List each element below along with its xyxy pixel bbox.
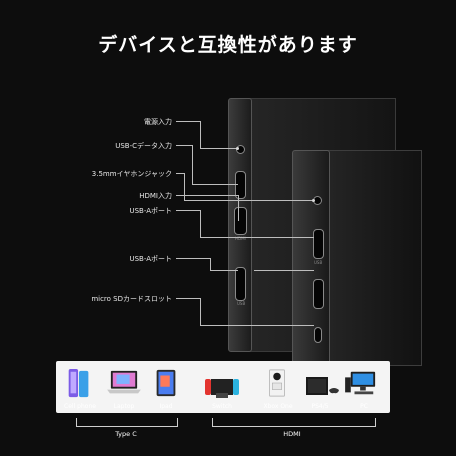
- device-label-switch: Switch: [212, 403, 232, 410]
- hdmi-port: [234, 207, 247, 235]
- leader-power-v: [200, 121, 201, 149]
- port-label-headphone: 3.5mmイヤホンジャック: [91, 170, 172, 178]
- hdmi-port-marking: HDMI: [235, 236, 246, 241]
- usb-a-port-right: [313, 279, 324, 309]
- leader-headphone-v: [184, 173, 185, 201]
- usb-c-port: [235, 171, 246, 199]
- device-label-laptop: Laptop: [113, 403, 135, 410]
- leader-hdmi: [176, 195, 238, 196]
- port-label-hdmi: HDMI入力: [139, 192, 172, 200]
- playstation-console-icon: [306, 377, 339, 395]
- device-label-xbox: Xbox One: [263, 403, 293, 410]
- leader-usb-a-2-h2: [210, 270, 238, 271]
- port-label-micro-sd: micro SDカードスロット: [91, 295, 172, 303]
- usb-a-marking-upper: USB: [314, 260, 323, 265]
- type-c-bracket: [76, 418, 178, 427]
- monitor-side-left: HDMI USB: [228, 98, 252, 352]
- hdmi-bracket: [212, 418, 376, 427]
- switch-console-icon: [205, 379, 239, 398]
- port-label-usb-a-1: USB-Aポート: [129, 207, 172, 215]
- device-label-pc: PC: [360, 403, 368, 410]
- leader-power: [176, 121, 200, 122]
- leader-micro-sd: [176, 298, 200, 299]
- xbox-console-icon: [269, 369, 285, 397]
- usb-a-port-lower: [235, 267, 246, 301]
- leader-usb-a-1-h2: [200, 237, 314, 238]
- group-label-type-c: Type C: [115, 430, 137, 438]
- cell-phone-icon: [68, 368, 89, 398]
- pc-icon: [345, 371, 376, 395]
- ipad-icon: [156, 369, 176, 397]
- leader-headphone: [176, 173, 184, 174]
- leader-headphone-dot: [312, 199, 315, 202]
- leader-usb-c-v: [192, 145, 193, 185]
- leader-usb-a-2: [176, 258, 210, 259]
- leader-usb-a-2-h3: [254, 270, 314, 271]
- device-label-ipad: Ipad: [159, 403, 173, 410]
- leader-usb-a-1-v: [200, 210, 201, 238]
- device-label-ps: PS4/5: [311, 403, 329, 410]
- leader-usb-a-2-v: [210, 258, 211, 270]
- port-label-usb-a-2: USB-Aポート: [129, 255, 172, 263]
- leader-usb-c-h2: [192, 184, 238, 185]
- leader-power-h2: [200, 148, 238, 149]
- micro-sd-slot: [314, 327, 322, 343]
- usb-a-port-upper: [313, 229, 324, 259]
- leader-micro-sd-v: [200, 298, 201, 326]
- monitor-side-right: USB: [292, 150, 330, 366]
- leader-usb-a-1: [176, 210, 200, 211]
- leader-micro-sd-h2: [200, 325, 314, 326]
- laptop-icon: [107, 370, 141, 394]
- port-label-power: 電源入力: [144, 118, 172, 126]
- device-label-cell-phone: Cell phone: [64, 403, 96, 410]
- leader-power-dot: [236, 147, 239, 150]
- page-title: デバイスと互換性があります: [98, 34, 358, 56]
- port-label-usb-c: USB-Cデータ入力: [115, 142, 172, 150]
- leader-hdmi-v: [238, 195, 239, 221]
- leader-headphone-h2: [184, 200, 314, 201]
- group-label-hdmi: HDMI: [283, 430, 301, 438]
- leader-usb-c: [176, 145, 192, 146]
- usb-a-marking-lower: USB: [237, 301, 246, 306]
